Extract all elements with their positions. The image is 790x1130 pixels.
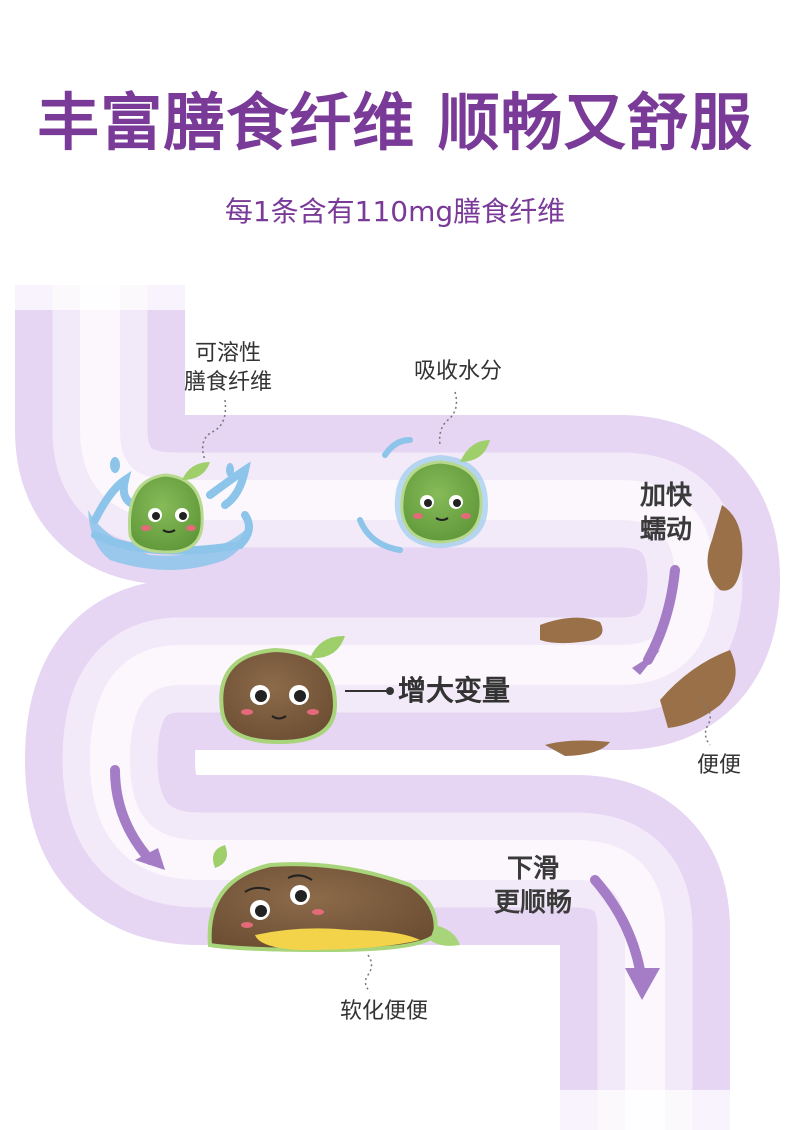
stool-blob-volume <box>219 635 394 745</box>
page-subtitle: 每1条含有110mg膳食纤维 <box>224 195 566 228</box>
label-increase-volume: 增大变量 <box>398 674 511 707</box>
label-absorb-water: 吸收水分 <box>414 359 503 384</box>
label-soluble-line2: 膳食纤维 <box>183 369 272 395</box>
page-title: 丰富膳食纤维 顺畅又舒服 <box>37 86 753 159</box>
fiber-blob-splash <box>88 457 253 570</box>
label-slide-line2: 更顺畅 <box>493 887 572 918</box>
label-soluble-line1: 可溶性 <box>194 341 261 366</box>
stool-blob-soft <box>207 845 460 953</box>
label-peristalsis: 加快 蠕动 <box>636 480 696 548</box>
label-slide-smooth: 下滑 更顺畅 <box>488 853 578 921</box>
fiber-blob-absorb <box>357 437 490 553</box>
label-peristalsis-line1: 加快 <box>639 481 692 511</box>
label-slide-line1: 下滑 <box>506 854 559 884</box>
label-stool: 便便 <box>697 753 742 778</box>
label-peristalsis-line2: 蠕动 <box>639 514 692 545</box>
label-soften-stool: 软化便便 <box>340 999 429 1024</box>
flow-arrows <box>110 565 680 1000</box>
dotted-pointers <box>201 391 711 993</box>
stool-patches <box>540 505 743 756</box>
label-soluble-fiber: 可溶性 膳食纤维 <box>178 340 278 397</box>
